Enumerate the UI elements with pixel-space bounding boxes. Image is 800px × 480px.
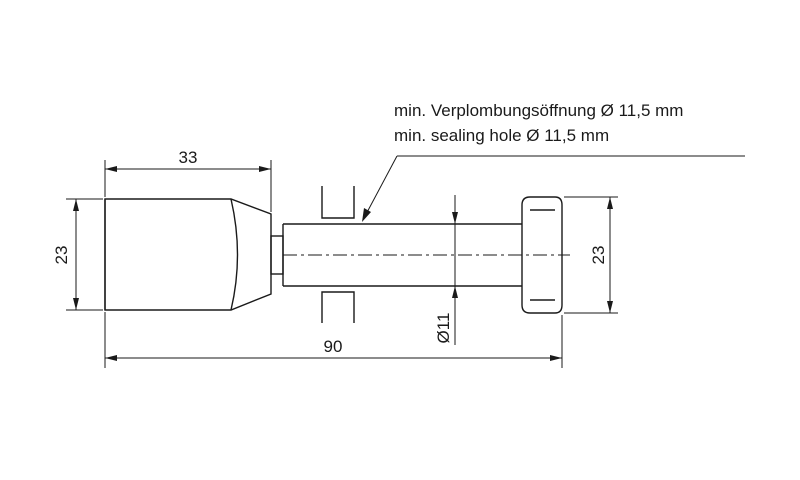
sealing-hole-marker xyxy=(321,186,355,323)
label-head-height: 23 xyxy=(52,246,71,265)
shaft xyxy=(283,223,522,287)
note-english: min. sealing hole Ø 11,5 mm xyxy=(394,126,609,145)
dim-total-length xyxy=(104,312,563,368)
lock-head xyxy=(104,198,272,311)
dim-shaft-diameter xyxy=(452,195,458,345)
dim-head-length xyxy=(104,160,272,212)
label-head-length: 33 xyxy=(179,148,198,167)
neck xyxy=(270,224,284,286)
note-german: min. Verplombungsöffnung Ø 11,5 mm xyxy=(394,101,683,120)
note-leader xyxy=(362,155,745,222)
label-total-length: 90 xyxy=(324,337,343,356)
label-shaft-diameter: Ø11 xyxy=(434,313,453,344)
dim-cap-height xyxy=(564,196,618,314)
label-cap-height: 23 xyxy=(589,246,608,265)
dim-head-height xyxy=(66,198,103,311)
end-cap xyxy=(521,196,563,314)
